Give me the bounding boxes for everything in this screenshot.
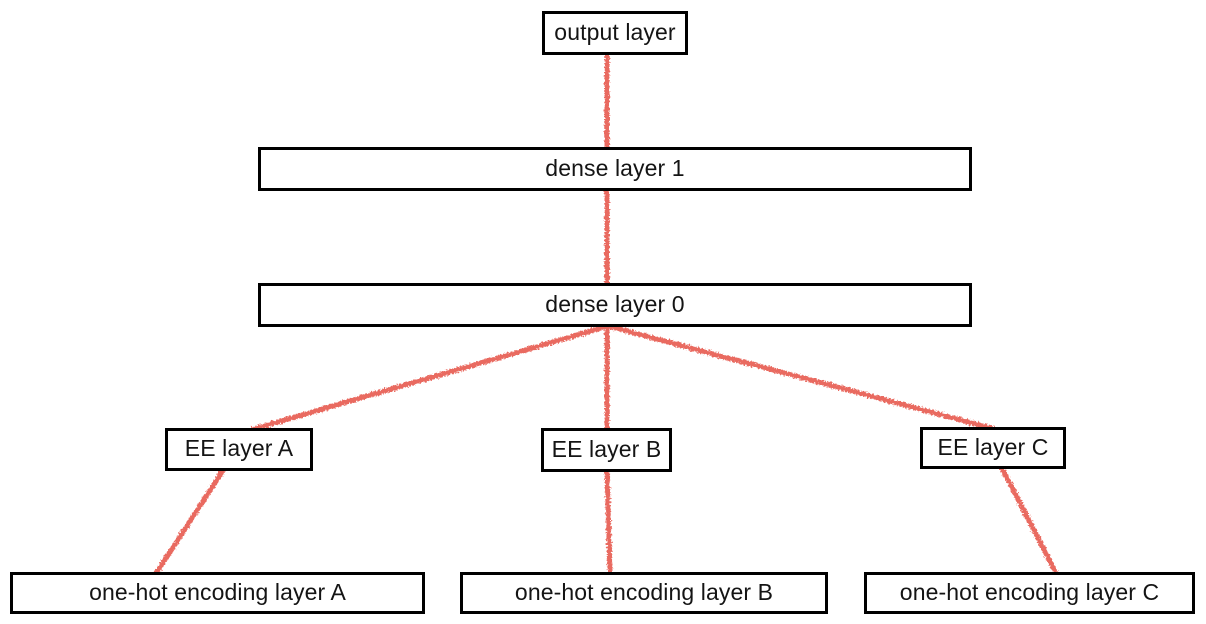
- node-ee-layer-a: EE layer A: [165, 428, 313, 471]
- node-one-hot-encoding-layer-c: one-hot encoding layer C: [864, 572, 1195, 614]
- node-output-layer: output layer: [542, 11, 688, 55]
- node-ee-layer-c: EE layer C: [920, 427, 1066, 469]
- edge-ee-layer-b-to-one-hot-encoding-layer-b: [604, 467, 613, 577]
- node-dense-layer-0: dense layer 0: [258, 283, 972, 327]
- node-label: EE layer C: [937, 433, 1049, 460]
- node-one-hot-encoding-layer-b: one-hot encoding layer B: [460, 572, 828, 614]
- node-dense-layer-1: dense layer 1: [258, 147, 972, 191]
- edge-ee-layer-a-to-one-hot-encoding-layer-a: [152, 467, 227, 577]
- node-label: output layer: [554, 18, 676, 45]
- edge-ee-layer-c-to-one-hot-encoding-layer-c: [998, 465, 1060, 576]
- edge-dense-layer-0-to-ee-layer-a: [249, 322, 613, 433]
- node-label: dense layer 1: [545, 154, 685, 181]
- node-ee-layer-b: EE layer B: [541, 428, 672, 472]
- node-label: one-hot encoding layer C: [899, 578, 1160, 605]
- node-label: EE layer B: [551, 435, 662, 462]
- node-label: one-hot encoding layer A: [89, 578, 346, 605]
- node-label: one-hot encoding layer B: [514, 578, 774, 605]
- edge-dense-layer-0-to-ee-layer-c: [603, 322, 996, 432]
- node-label: dense layer 0: [545, 290, 685, 317]
- node-label: EE layer A: [184, 435, 294, 461]
- node-one-hot-encoding-layer-a: one-hot encoding layer A: [10, 572, 425, 614]
